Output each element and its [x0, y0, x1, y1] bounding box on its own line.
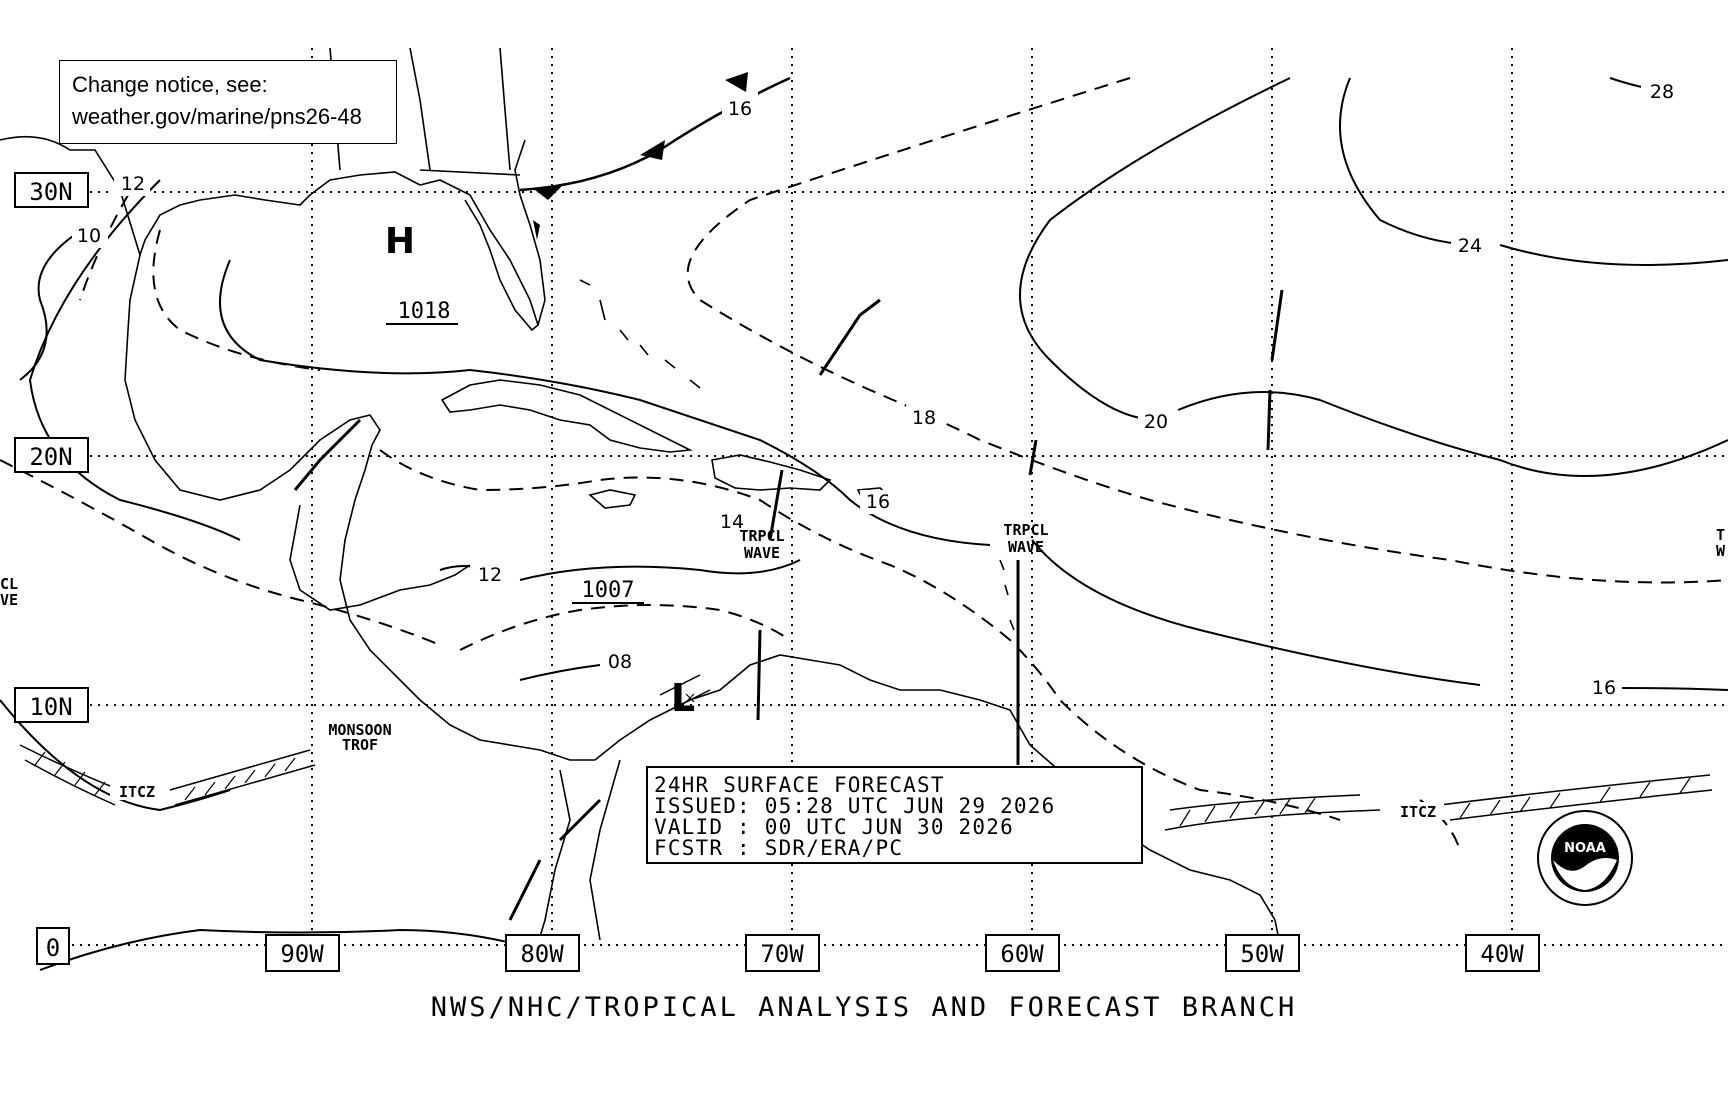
lon-label-70w: 70W: [760, 940, 804, 968]
low-pressure-symbol: L: [671, 676, 695, 720]
isobar-label: 12: [478, 564, 502, 586]
lon-label-40w: 40W: [1480, 940, 1524, 968]
tropical-wave-1-label: TRPCL: [739, 527, 784, 545]
monsoon-trough-label: MONSOON: [328, 721, 391, 739]
tropical-wave-east-label: W: [1716, 542, 1726, 560]
forecast-title: 24HR SURFACE FORECAST: [654, 773, 945, 797]
tropical-wave-2-label: WAVE: [1008, 538, 1044, 556]
latitude-labels: 30N 20N 10N 0: [14, 172, 89, 965]
isobars-dashed: [0, 77, 1728, 851]
lon-label-60w: 60W: [1000, 940, 1044, 968]
change-notice-line-2: weather.gov/marine/pns26-48: [72, 104, 362, 129]
change-notice-line-1: Change notice, see:: [72, 72, 268, 97]
troughs-waves: [293, 289, 1284, 921]
isobar-label: 28: [1650, 81, 1674, 103]
isobar-label: 10: [77, 225, 101, 247]
itcz-east-label: ITCZ: [1400, 803, 1436, 821]
feature-labels: TRPCL WAVE TRPCL WAVE CL VE T W MONSOON …: [0, 521, 1726, 821]
itcz-bands: [19, 674, 1713, 831]
lat-label-20n: 20N: [29, 443, 72, 471]
pressure-value-1007: 1007: [582, 578, 635, 603]
lon-label-90w: 90W: [280, 940, 324, 968]
pressure-centers: H 1018 1007 L: [385, 221, 695, 720]
tropical-wave-2-label: TRPCL: [1003, 521, 1048, 539]
front-triangles: [533, 72, 748, 240]
tropical-wave-1-label: WAVE: [744, 544, 780, 562]
isobar-label: 16: [866, 491, 890, 513]
forecast-valid: VALID : 00 UTC JUN 30 2026: [654, 815, 1014, 839]
forecast-forecasters: FCSTR : SDR/ERA/PC: [654, 836, 904, 860]
isobar-label: 18: [912, 407, 936, 429]
isobar-label: 12: [121, 173, 145, 195]
tropical-wave-west-label: VE: [0, 591, 18, 609]
longitude-labels: 90W 80W 70W 60W 50W 40W: [265, 934, 1540, 972]
noaa-logo: NOAA: [1537, 810, 1633, 906]
isobar-label: 14: [720, 511, 744, 533]
itcz-west-label: ITCZ: [119, 783, 155, 801]
lat-label-30n: 30N: [29, 178, 72, 206]
tropical-wave-west-label: CL: [0, 575, 18, 593]
forecast-info-box: 24HR SURFACE FORECAST ISSUED: 05:28 UTC …: [646, 766, 1143, 864]
lon-label-80w: 80W: [520, 940, 564, 968]
isobar-label: 24: [1458, 235, 1482, 257]
isobar-labels: 28 24 20 18 16 16 16 14 12 12 10 08: [72, 78, 1677, 699]
tropical-wave-east-label: T: [1716, 526, 1725, 544]
isobar-label: 20: [1144, 411, 1168, 433]
forecast-issued: ISSUED: 05:28 UTC JUN 29 2026: [654, 794, 1056, 818]
isobar-label: 16: [728, 98, 752, 120]
monsoon-trough-label: TROF: [342, 736, 378, 754]
lat-label-0: 0: [46, 934, 60, 962]
high-pressure-value: 1018: [398, 299, 451, 324]
lat-label-10n: 10N: [29, 693, 72, 721]
isobar-label: 08: [608, 651, 632, 673]
noaa-logo-text: NOAA: [1564, 841, 1606, 856]
high-pressure-symbol: H: [385, 221, 415, 262]
footer-caption: NWS/NHC/TROPICAL ANALYSIS AND FORECAST B…: [430, 992, 1298, 1023]
lon-label-50w: 50W: [1240, 940, 1284, 968]
itcz-hatches: [34, 751, 1691, 827]
isobar-label: 16: [1592, 677, 1616, 699]
change-notice-box: Change notice, see: weather.gov/marine/p…: [59, 60, 397, 144]
